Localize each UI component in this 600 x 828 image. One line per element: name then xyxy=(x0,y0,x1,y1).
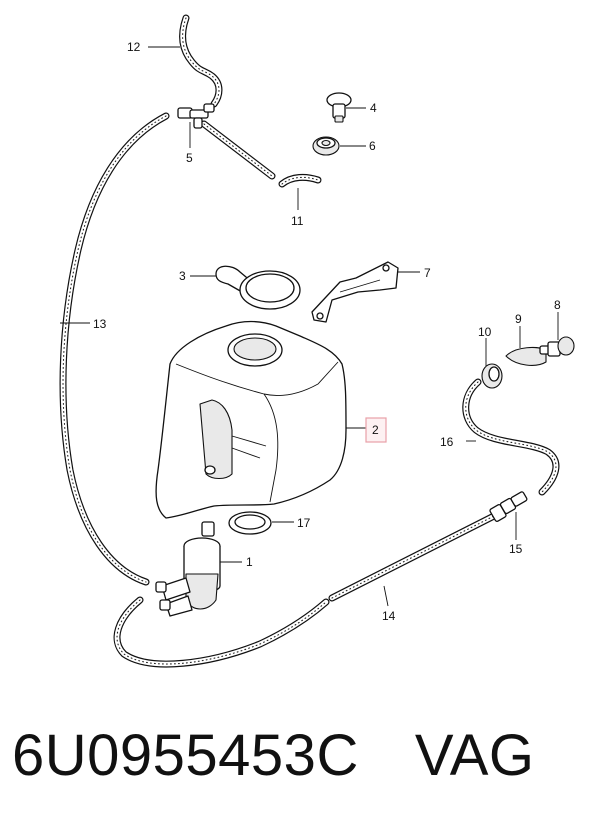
grommet-part-6 xyxy=(312,136,340,156)
hose-connector-pipe xyxy=(200,120,276,180)
filler-cap-part-3 xyxy=(215,265,301,310)
part-number: 6U0955453C xyxy=(12,723,359,788)
callout-12: 12 xyxy=(127,40,141,54)
t-connector-part-5 xyxy=(177,103,215,129)
callout-8: 8 xyxy=(554,298,561,312)
callout-3: 3 xyxy=(179,269,186,283)
leader-lines xyxy=(60,46,559,607)
hose-14-upper xyxy=(328,512,498,602)
callout-17: 17 xyxy=(297,516,311,530)
hose-13 xyxy=(59,112,170,586)
nozzle-plug-part-4 xyxy=(326,92,352,123)
callout-7: 7 xyxy=(424,266,431,280)
seal-ring-part-17 xyxy=(228,511,272,535)
callout-4: 4 xyxy=(370,101,377,115)
callout-labels: 12 5 4 6 11 3 7 13 2 17 1 16 10 9 8 15 1… xyxy=(93,40,561,623)
callout-2-highlight xyxy=(365,417,387,443)
nozzle-cover-part-9 xyxy=(505,346,547,366)
callout-5: 5 xyxy=(186,151,193,165)
callout-9: 9 xyxy=(515,312,522,326)
callout-10: 10 xyxy=(478,325,492,339)
hose-16 xyxy=(462,378,560,496)
bracket-part-7 xyxy=(311,261,399,323)
washer-pump-part-1 xyxy=(155,521,221,617)
callout-16: 16 xyxy=(440,435,454,449)
hose-12 xyxy=(179,14,223,108)
callout-15: 15 xyxy=(509,542,523,556)
brand-name: VAG xyxy=(414,723,535,788)
callout-1: 1 xyxy=(246,555,253,569)
callout-6: 6 xyxy=(369,139,376,153)
reservoir-tank-part-2 xyxy=(155,320,347,519)
hose-11 xyxy=(278,173,322,188)
hose-14-lower xyxy=(113,596,330,668)
exploded-parts-diagram: 12 5 4 6 11 3 7 13 2 17 1 16 10 9 8 15 1… xyxy=(59,14,575,668)
check-valve-part-15 xyxy=(489,491,528,522)
callout-11: 11 xyxy=(291,214,304,228)
footer-caption: 6U0955453C VAG xyxy=(12,722,535,789)
callout-13: 13 xyxy=(93,317,107,331)
grommet-part-10 xyxy=(481,363,503,389)
callout-14: 14 xyxy=(382,609,396,623)
callout-2: 2 xyxy=(372,423,379,437)
spray-nozzle-part-8 xyxy=(539,336,575,357)
